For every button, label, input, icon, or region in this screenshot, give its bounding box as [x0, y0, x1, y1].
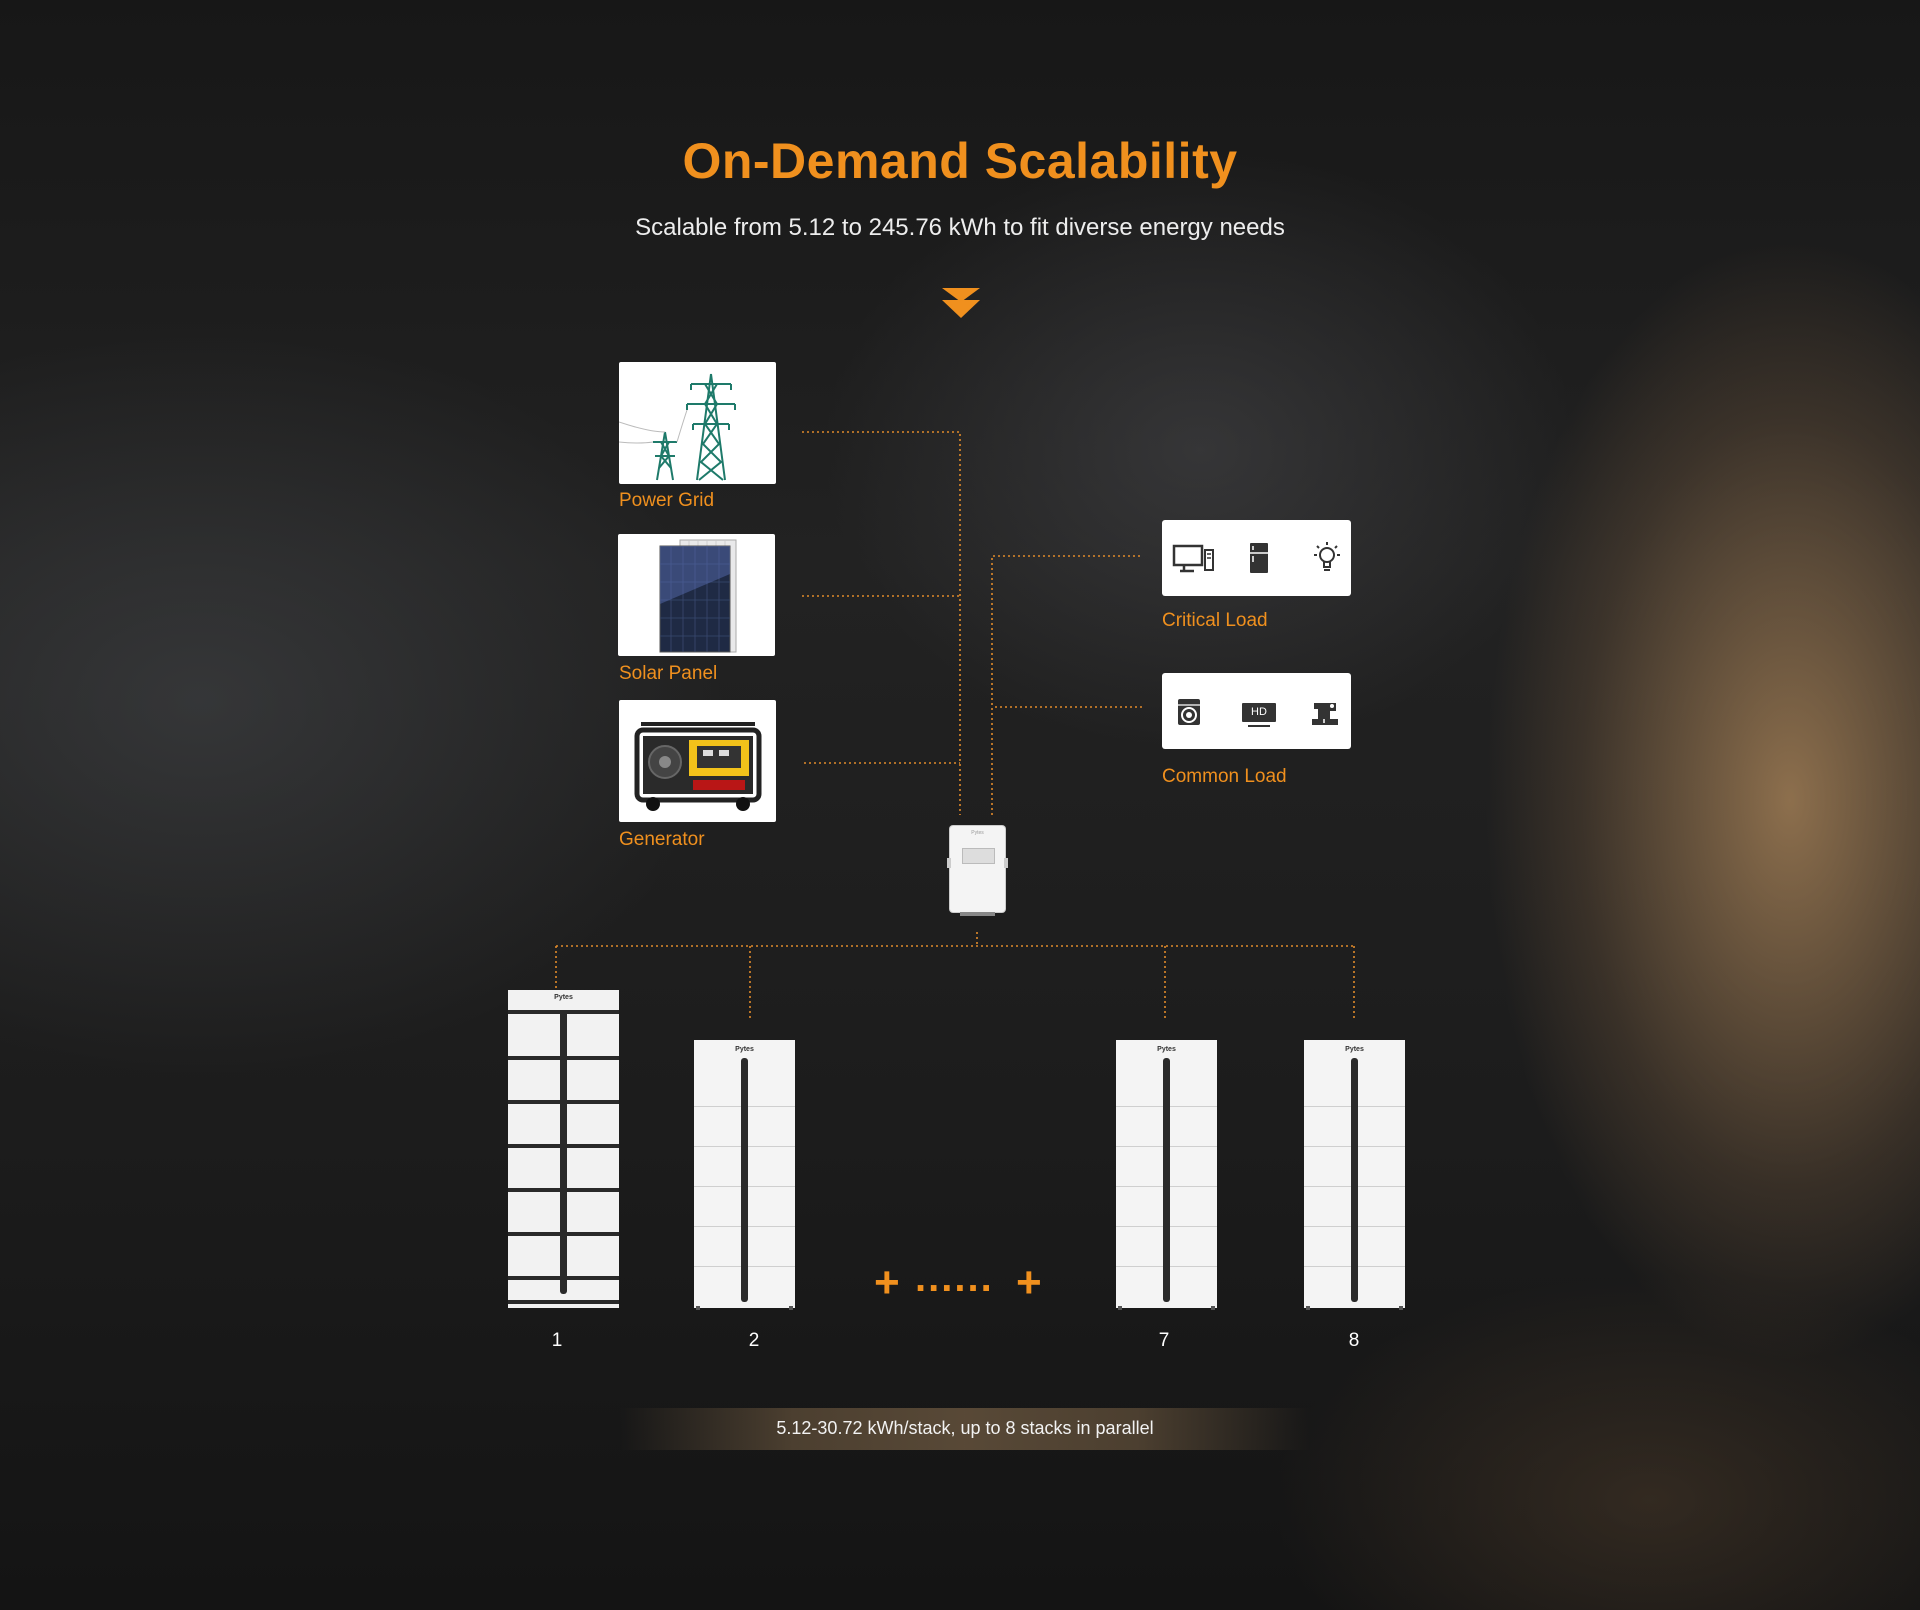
power-grid-card [619, 362, 776, 484]
ellipsis-dots: ...... [915, 1256, 994, 1300]
down-arrow-icon [942, 288, 980, 318]
plus-right: + [1016, 1258, 1042, 1307]
battery-stack-7: Pytes [1116, 1040, 1217, 1312]
washing-machine-icon [1178, 699, 1200, 725]
battery-stack-2: Pytes [694, 1040, 795, 1312]
generator-icon [634, 722, 762, 811]
battery-stack-1: Pytes [508, 990, 619, 1310]
common-load-card: HD [1162, 673, 1351, 749]
battery-stack-8: Pytes [1304, 1040, 1405, 1312]
inverter: Pytes [947, 826, 1008, 916]
inverter-brand: Pytes [971, 830, 984, 836]
page-subtitle: Scalable from 5.12 to 245.76 kWh to fit … [635, 214, 1285, 241]
tv-icon-label: HD [1251, 706, 1267, 718]
tv-stand [1248, 725, 1270, 727]
battery-brand: Pytes [1157, 1046, 1176, 1053]
generator-label: Generator [619, 829, 705, 850]
generator-card [619, 700, 776, 822]
solar-panel-label: Solar Panel [619, 663, 718, 684]
refrigerator-icon [1250, 543, 1268, 573]
battery-brand: Pytes [1345, 1046, 1364, 1053]
common-load-label: Common Load [1162, 766, 1287, 787]
sewing-machine-icon [1312, 703, 1338, 725]
page-title: On-Demand Scalability [682, 133, 1238, 189]
stack-number-2: 2 [748, 1330, 760, 1351]
stack-number-7: 7 [1158, 1330, 1170, 1351]
footer-caption: 5.12-30.72 kWh/stack, up to 8 stacks in … [776, 1418, 1154, 1438]
battery-brand: Pytes [554, 994, 573, 1001]
stack-number-1: 1 [551, 1330, 563, 1351]
computer-icon [1172, 544, 1214, 573]
power-tower-icon [619, 373, 736, 481]
plus-left: + [874, 1258, 900, 1307]
battery-brand: Pytes [735, 1046, 754, 1053]
critical-load-label: Critical Load [1162, 610, 1268, 631]
light-bulb-icon [1314, 542, 1340, 571]
solar-panel-icon [659, 539, 737, 653]
power-grid-label: Power Grid [619, 490, 715, 511]
stack-number-8: 8 [1348, 1330, 1360, 1351]
footer-band [620, 1408, 1310, 1450]
critical-load-card [1162, 520, 1351, 596]
tv-icon: HD [1242, 703, 1276, 722]
solar-panel-card [618, 534, 775, 656]
